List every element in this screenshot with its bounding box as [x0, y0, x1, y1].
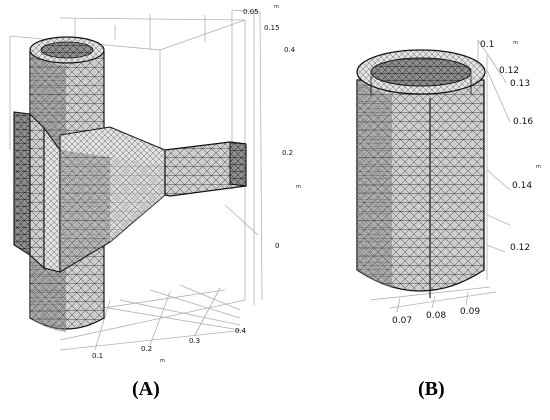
- caption-a-text: (A): [132, 378, 160, 400]
- a-z-tick-1: 0.2: [282, 149, 293, 157]
- a-x-tick-4: 0.4: [235, 327, 247, 335]
- b-top-tick-1: 0.1: [480, 40, 494, 50]
- caption-a: (A): [132, 378, 160, 401]
- b-top-tick-3: 0.13: [510, 79, 530, 89]
- b-right-tick-2: 0.14: [512, 181, 532, 191]
- a-x-unit: m: [160, 358, 165, 364]
- side-flange: [13, 111, 61, 273]
- a-z-unit: m: [296, 184, 301, 190]
- a-x-tick-2: 0.2: [141, 345, 152, 353]
- b-x-tick-1: 0.07: [392, 316, 412, 326]
- a-x-tick-3: 0.3: [189, 337, 200, 345]
- caption-b: (B): [418, 378, 445, 401]
- a-y-tick-1: 0.05: [243, 8, 259, 16]
- a-z-tick-2: 0: [275, 242, 279, 250]
- panel-b-axis-labels: 0.1 m 0.12 0.13 0.16 m 0.14 0.12 0.07 0.…: [392, 40, 541, 326]
- b-x-tick-3: 0.09: [460, 307, 480, 317]
- panel-a-grid: [9, 9, 263, 351]
- caption-b-text: (B): [418, 378, 445, 400]
- hollow-cylinder: [356, 49, 486, 298]
- a-y-tick-3: 0.4: [284, 46, 296, 54]
- b-top-tick-2: 0.12: [499, 66, 519, 76]
- b-right-tick-3: 0.12: [510, 243, 530, 253]
- b-top-unit: m: [513, 40, 518, 46]
- b-right-unit: m: [536, 164, 541, 170]
- panel-b: 0.1 m 0.12 0.13 0.16 m 0.14 0.12 0.07 0.…: [356, 39, 541, 326]
- b-x-tick-2: 0.08: [426, 311, 446, 321]
- panel-a: 0.05 0.15 0.4 m 0.2 m 0 0.1 0.2 0.3 0.4 …: [9, 4, 301, 364]
- a-y-tick-2: 0.15: [264, 24, 280, 32]
- transition-duct: [59, 126, 166, 274]
- a-x-tick-1: 0.1: [92, 352, 103, 360]
- b-right-tick-1: 0.16: [513, 117, 533, 127]
- a-y-unit: m: [274, 4, 279, 10]
- outlet-duct: [164, 141, 247, 197]
- panel-a-axis-labels: 0.05 0.15 0.4 m 0.2 m 0 0.1 0.2 0.3 0.4 …: [92, 4, 301, 364]
